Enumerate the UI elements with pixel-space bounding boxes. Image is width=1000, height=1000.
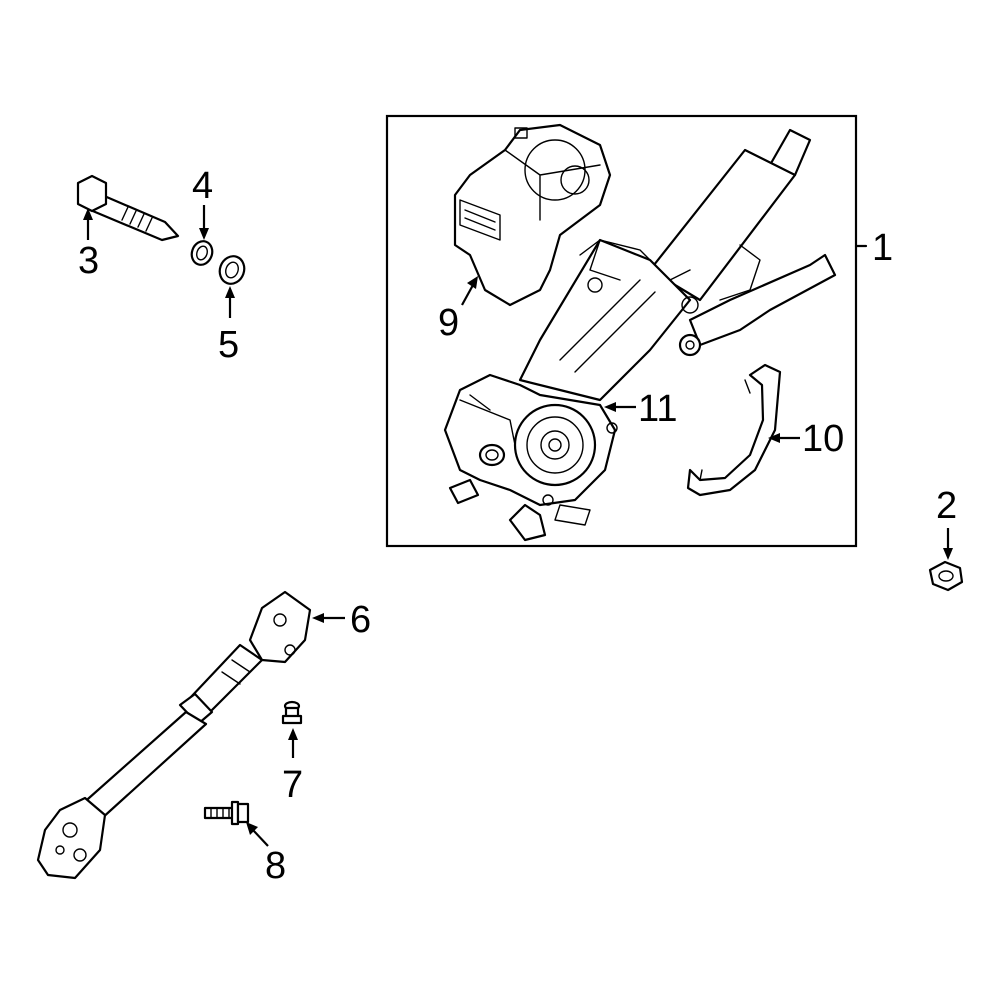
bolt-3-highlighted[interactable] bbox=[76, 174, 180, 242]
lock-washer-4[interactable] bbox=[188, 238, 215, 267]
callout-11: 11 bbox=[638, 388, 677, 430]
callout-4: 4 bbox=[192, 165, 213, 207]
callout-5: 5 bbox=[218, 324, 239, 366]
callout-2: 2 bbox=[936, 485, 957, 527]
callout-7: 7 bbox=[282, 764, 303, 806]
callout-1: 1 bbox=[872, 227, 893, 269]
callout-6: 6 bbox=[350, 599, 371, 641]
intermediate-shaft-6[interactable] bbox=[36, 590, 312, 880]
callout-10: 10 bbox=[802, 418, 844, 460]
callout-9: 9 bbox=[438, 302, 459, 344]
bolt-7[interactable] bbox=[281, 700, 303, 725]
bracket-clip-10[interactable] bbox=[686, 363, 782, 497]
callout-8: 8 bbox=[265, 845, 286, 887]
nut-2[interactable] bbox=[928, 560, 964, 592]
control-module-9[interactable] bbox=[453, 123, 612, 307]
callout-3: 3 bbox=[78, 240, 99, 282]
motor-housing-11[interactable] bbox=[443, 373, 618, 542]
flange-bolt-8[interactable] bbox=[203, 800, 250, 826]
flat-washer-5[interactable] bbox=[216, 253, 248, 288]
steering-column-1[interactable] bbox=[518, 128, 837, 402]
assembly-frame bbox=[385, 114, 858, 548]
